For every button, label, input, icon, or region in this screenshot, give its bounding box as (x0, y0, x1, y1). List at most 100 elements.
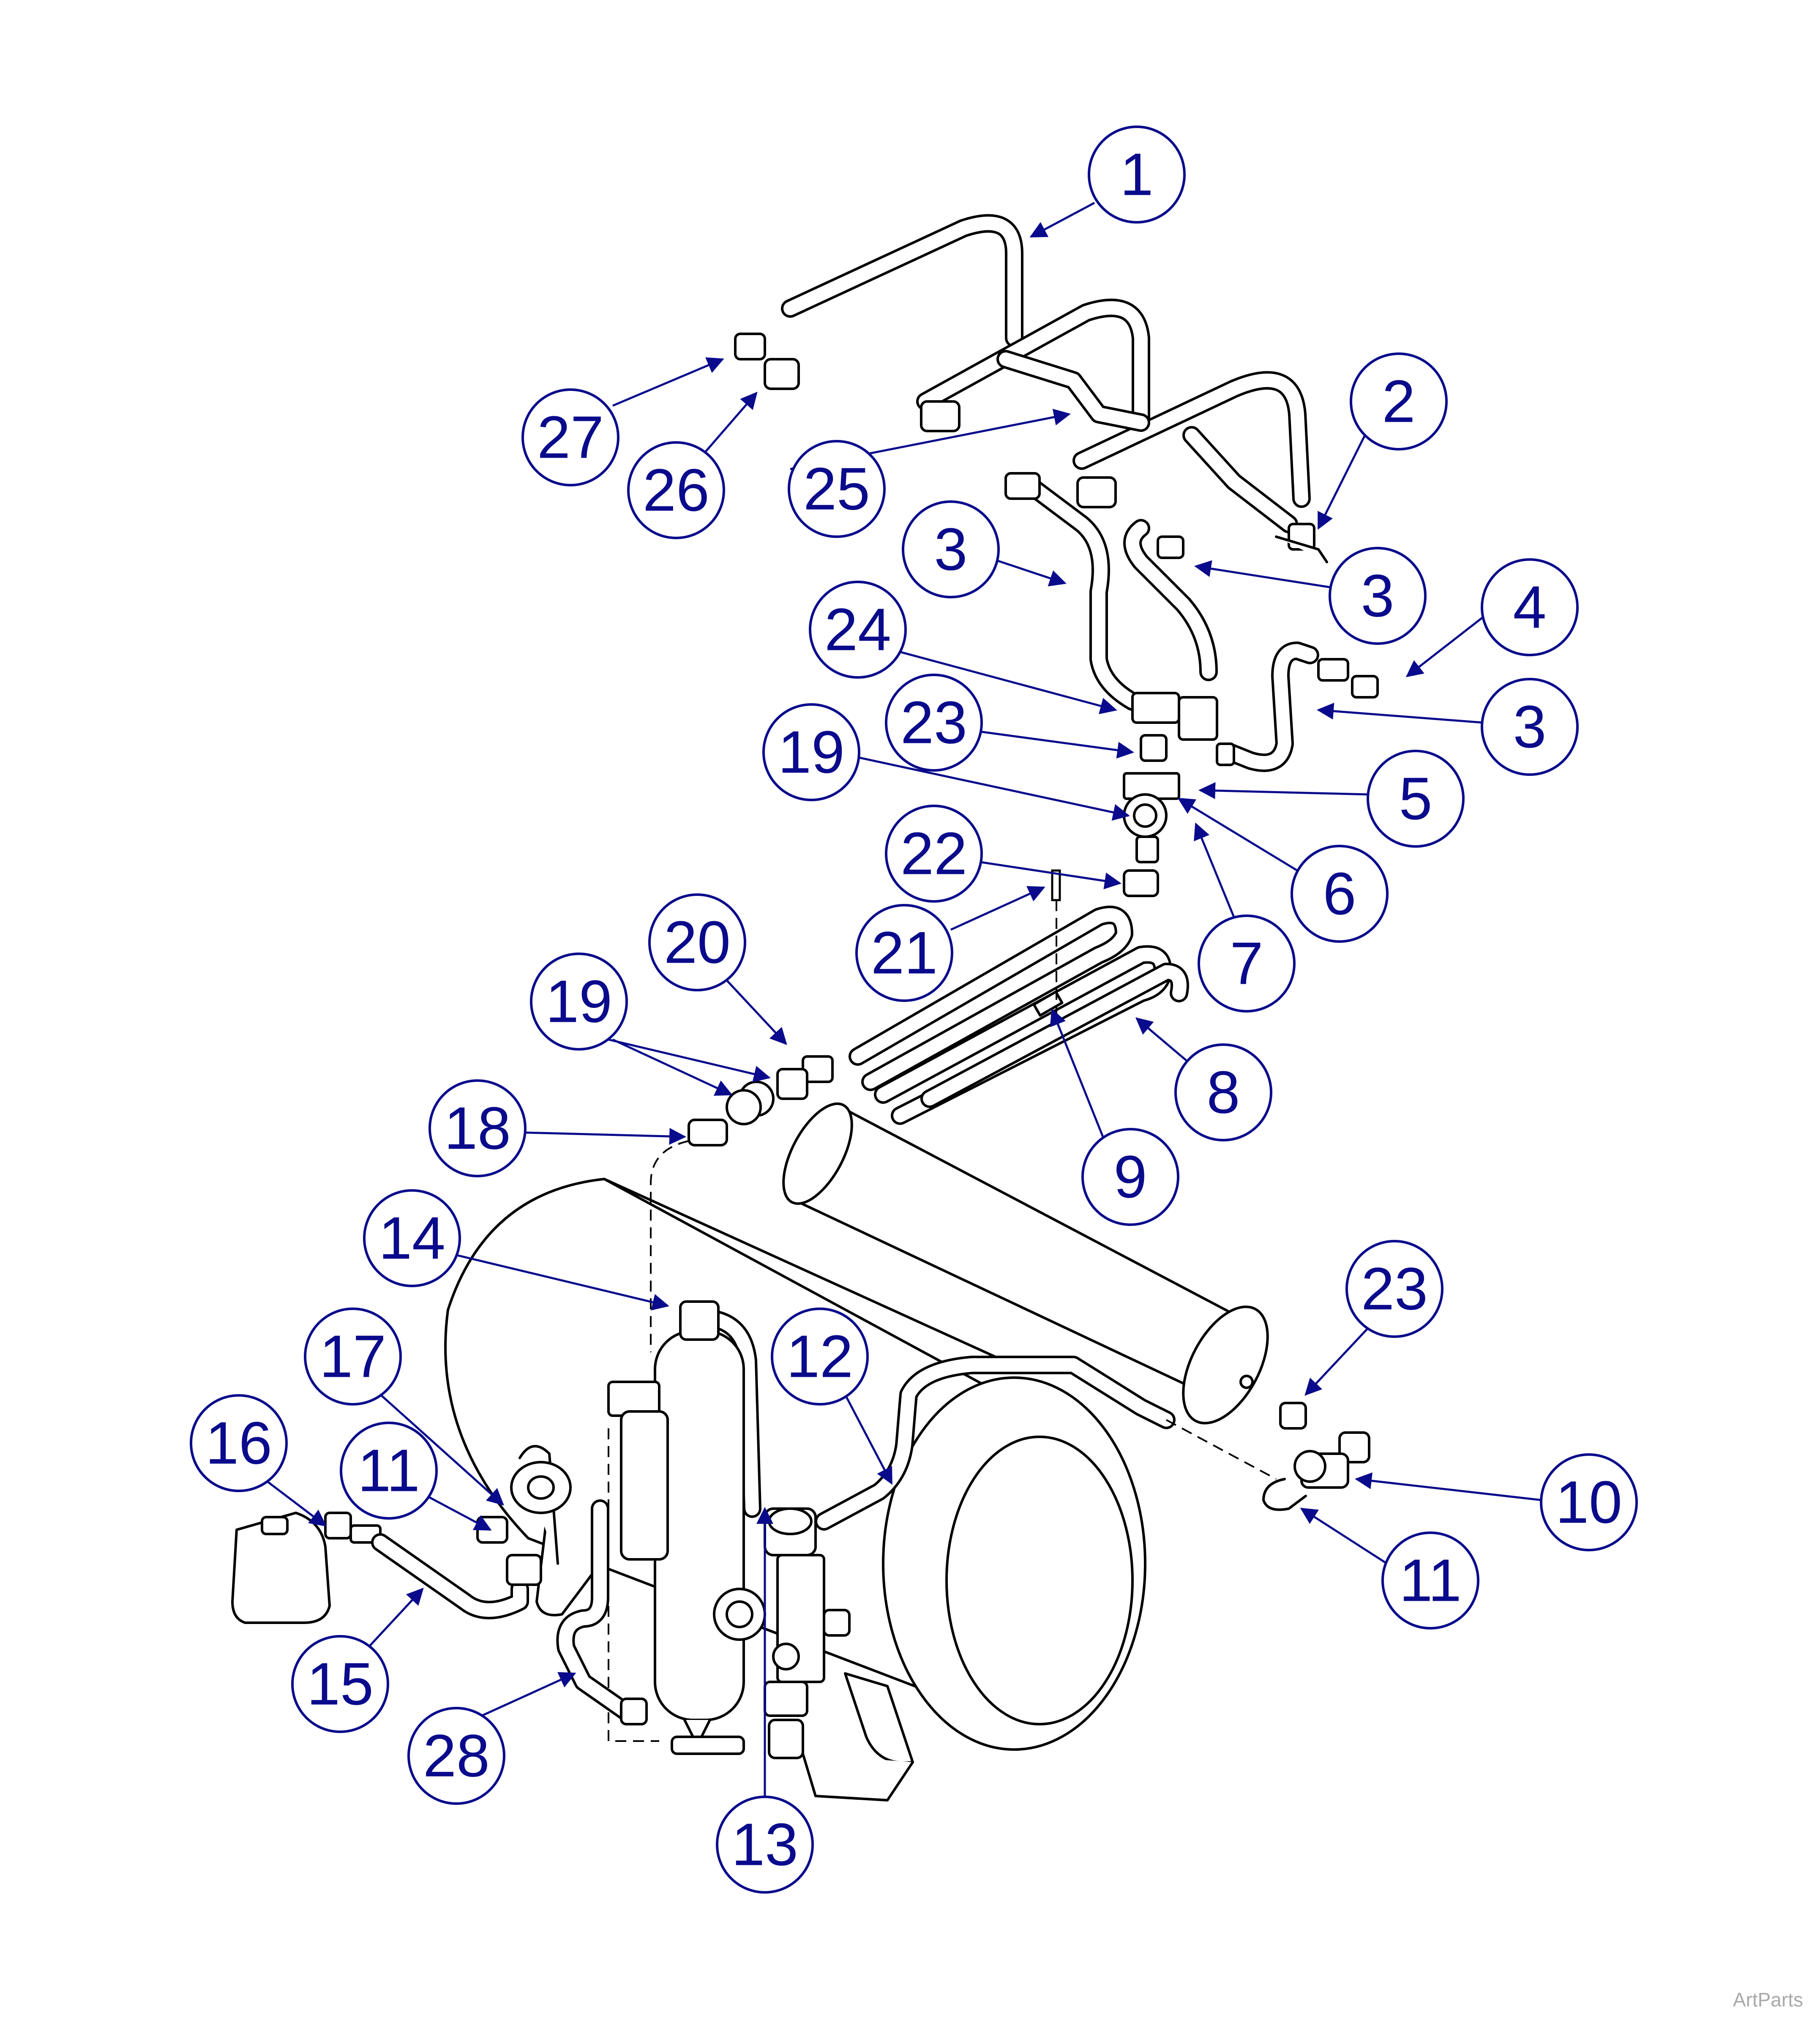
svg-text:19: 19 (546, 968, 612, 1035)
callout-18: 18 (428, 1079, 527, 1177)
svg-text:19: 19 (778, 719, 845, 786)
svg-text:11: 11 (1399, 1547, 1461, 1614)
svg-text:16: 16 (205, 1410, 272, 1477)
leader-line (1135, 1017, 1192, 1066)
leader-line (950, 886, 1045, 931)
callout-23: 23 (1345, 1240, 1443, 1338)
svg-text:25: 25 (803, 456, 870, 523)
callout-9: 9 (1081, 1128, 1179, 1226)
callout-3: 3 (1481, 678, 1579, 776)
svg-text:3: 3 (934, 516, 968, 583)
leader-line (612, 1038, 733, 1096)
leader-line (1317, 434, 1366, 530)
svg-text:26: 26 (643, 457, 709, 524)
leader-line (1355, 1472, 1543, 1501)
leader-line (895, 650, 1117, 714)
leader-line (988, 557, 1067, 587)
leader-line (524, 1128, 686, 1145)
hoses-and-manifold (1004, 472, 1379, 1018)
svg-text:6: 6 (1323, 860, 1356, 928)
svg-text:10: 10 (1555, 1469, 1622, 1536)
leader-line (844, 1394, 893, 1485)
leader-line (481, 1672, 576, 1717)
svg-text:2: 2 (1382, 368, 1416, 435)
svg-text:23: 23 (900, 689, 967, 756)
leader-line (1050, 1008, 1104, 1137)
watermark-text: ArtParts (1733, 1989, 1803, 2011)
leader-line (1198, 782, 1370, 799)
leader-line (1194, 822, 1235, 917)
callout-13: 13 (716, 1796, 814, 1894)
pressure-switch-assembly (231, 1461, 648, 1725)
leader-line (367, 1588, 424, 1649)
leader-line (456, 1254, 669, 1311)
leader-line (426, 1495, 492, 1531)
cooling-coil (849, 906, 1189, 1125)
callout-6: 6 (1291, 845, 1389, 943)
leader-line (701, 391, 758, 457)
inlet-fittings (650, 1055, 834, 1352)
callout-10: 10 (1540, 1453, 1638, 1551)
svg-text:8: 8 (1207, 1059, 1240, 1126)
svg-text:3: 3 (1513, 693, 1547, 761)
callout-20: 20 (648, 893, 746, 991)
leader-line (980, 861, 1121, 890)
callout-5: 5 (1367, 750, 1465, 848)
upper-tubing (781, 214, 1328, 563)
callout-21: 21 (855, 904, 953, 1002)
leader-line (1177, 797, 1298, 872)
svg-text:28: 28 (423, 1722, 490, 1790)
callout-3: 3 (1329, 547, 1427, 645)
leader-line (726, 980, 787, 1045)
svg-text:13: 13 (731, 1811, 798, 1878)
svg-text:3: 3 (1361, 562, 1394, 630)
svg-text:11: 11 (357, 1437, 420, 1504)
leader-line (1405, 616, 1484, 677)
svg-text:5: 5 (1399, 765, 1433, 832)
svg-text:4: 4 (1513, 574, 1547, 641)
secondary-air-tank (782, 1102, 1269, 1425)
callout-22: 22 (885, 805, 983, 903)
callout-19: 19 (762, 703, 860, 801)
callout-14: 14 (363, 1189, 461, 1287)
leader-line (1304, 1326, 1370, 1396)
outlet-fittings (1166, 1402, 1370, 1511)
leader-line (1317, 702, 1484, 724)
elbow-fittings (734, 333, 800, 390)
svg-text:20: 20 (664, 909, 731, 976)
callout-2: 2 (1350, 352, 1448, 450)
callout-24: 24 (809, 581, 907, 679)
leader-line (612, 357, 724, 407)
leader-line (853, 755, 1130, 821)
callout-4: 4 (1481, 558, 1579, 656)
svg-text:14: 14 (379, 1205, 445, 1272)
svg-text:7: 7 (1230, 930, 1263, 997)
svg-text:1: 1 (1120, 141, 1154, 208)
callout-3: 3 (902, 500, 1000, 598)
callout-11: 11 (340, 1422, 438, 1520)
svg-text:23: 23 (1361, 1256, 1428, 1323)
svg-text:17: 17 (319, 1323, 386, 1390)
leader-lines (263, 202, 1543, 1796)
leader-line (379, 1394, 504, 1506)
callout-7: 7 (1198, 914, 1296, 1013)
svg-text:12: 12 (786, 1323, 853, 1390)
svg-text:22: 22 (900, 820, 967, 887)
leader-line (608, 1038, 771, 1083)
svg-text:18: 18 (444, 1095, 511, 1162)
svg-text:15: 15 (307, 1651, 374, 1718)
leader-line (1194, 560, 1332, 589)
callout-12: 12 (771, 1307, 869, 1406)
callout-27: 27 (521, 388, 619, 486)
svg-text:27: 27 (537, 404, 604, 471)
callout-28: 28 (407, 1707, 505, 1805)
callout-15: 15 (291, 1635, 389, 1733)
leader-line (1300, 1507, 1391, 1567)
callout-16: 16 (190, 1394, 288, 1492)
callout-17: 17 (304, 1307, 402, 1406)
leader-line (263, 1478, 327, 1527)
leader-line (1029, 202, 1095, 238)
callout-11: 11 (1381, 1531, 1479, 1629)
callout-1: 1 (1088, 126, 1186, 224)
